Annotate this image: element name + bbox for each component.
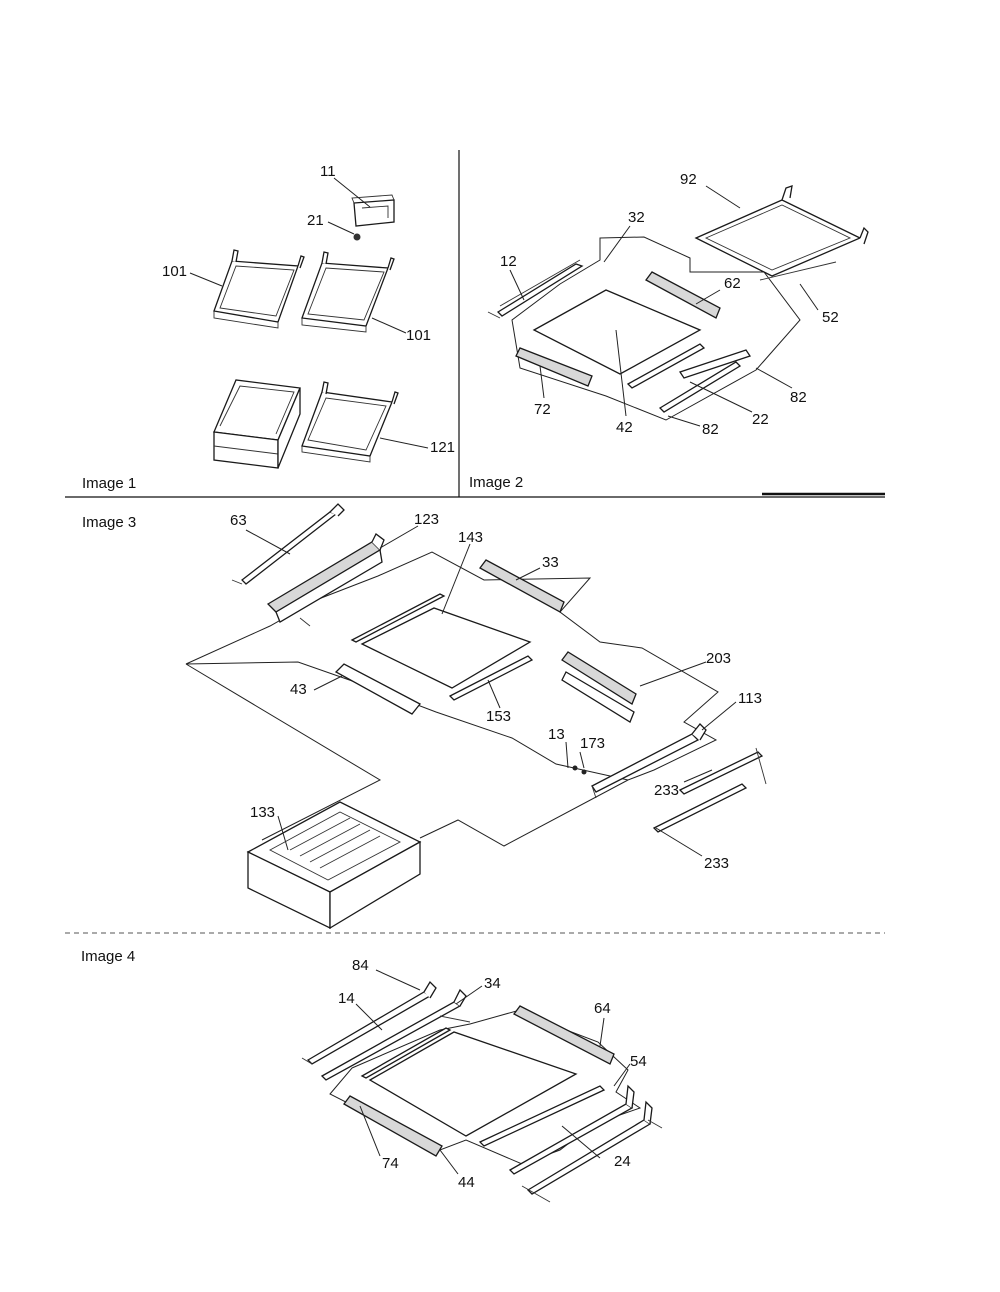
part-101-shelf-left [213, 249, 305, 329]
callout-74: 74 [382, 1155, 399, 1172]
callout-14: 14 [338, 990, 355, 1007]
callout-24: 24 [614, 1153, 631, 1170]
callout-82-bottom: 82 [702, 421, 719, 438]
part-143-glass [350, 593, 532, 689]
callout-13: 13 [548, 726, 565, 743]
part-crisper-drawer [213, 379, 301, 469]
part-133-drawer [246, 801, 422, 930]
callout-64: 64 [594, 1000, 611, 1017]
callout-43: 43 [290, 681, 307, 698]
callout-44: 44 [458, 1174, 475, 1191]
callout-32: 32 [628, 209, 645, 226]
part-74-trim [343, 1095, 443, 1157]
callout-34: 34 [484, 975, 501, 992]
part-233-rail-right [678, 751, 764, 795]
part-113-rail [591, 723, 707, 799]
callout-133: 133 [250, 804, 275, 821]
part-101-shelf-right [301, 251, 395, 333]
callout-63: 63 [230, 512, 247, 529]
part-54-rails [508, 1084, 663, 1203]
part-62-trim [645, 271, 721, 319]
callout-42: 42 [616, 419, 633, 436]
callout-101-right: 101 [406, 327, 431, 344]
callout-101-left: 101 [162, 263, 187, 280]
callout-54: 54 [630, 1053, 647, 1070]
callout-233-bottom: 233 [704, 855, 729, 872]
image-4-parts [301, 969, 663, 1203]
callout-143: 143 [458, 529, 483, 546]
part-84-rail [301, 980, 437, 1065]
part-12-rail [487, 259, 584, 319]
part-121-shelf [301, 381, 399, 463]
caption-image-1: Image 1 [82, 475, 136, 492]
part-82-rail-right [678, 349, 752, 379]
callout-72: 72 [534, 401, 551, 418]
part-233-rail-bottom [652, 783, 748, 833]
image-1-parts [189, 177, 429, 469]
callout-153: 153 [486, 708, 511, 725]
part-33-trim [479, 559, 565, 613]
callout-203: 203 [706, 650, 731, 667]
part-22-trim [626, 343, 706, 389]
callout-92: 92 [680, 171, 697, 188]
part-92-shelf [694, 185, 869, 281]
part-43-trim [334, 663, 421, 715]
part-24-trim [478, 1085, 606, 1147]
callout-113: 113 [738, 690, 762, 707]
callout-52: 52 [822, 309, 839, 326]
callout-62: 62 [724, 275, 741, 292]
part-203-trim [561, 651, 637, 723]
part-34-rail [320, 988, 471, 1081]
part-123-rail [266, 533, 385, 627]
callout-123: 123 [414, 511, 439, 528]
caption-image-4: Image 4 [81, 948, 135, 965]
part-42-glass [532, 289, 702, 375]
callout-233-right: 233 [654, 782, 679, 799]
image-2-parts [487, 185, 869, 427]
callout-121: 121 [430, 439, 455, 456]
caption-image-3: Image 3 [82, 514, 136, 531]
part-63-rail [231, 503, 345, 585]
callout-22: 22 [752, 411, 769, 428]
image-3-parts [185, 503, 767, 930]
part-72-trim [515, 347, 593, 387]
callout-11: 11 [320, 163, 336, 180]
callout-21: 21 [307, 212, 324, 229]
callout-84: 84 [352, 957, 369, 974]
part-153-trim [448, 655, 534, 701]
part-11-bracket [351, 194, 395, 227]
callout-82-right: 82 [790, 389, 807, 406]
caption-image-2: Image 2 [469, 474, 523, 491]
part-64-trim [513, 1005, 615, 1065]
part-44-glass [360, 1027, 578, 1137]
callout-12: 12 [500, 253, 517, 270]
part-21-screw [353, 233, 361, 241]
callout-173: 173 [580, 735, 605, 752]
callout-33: 33 [542, 554, 559, 571]
